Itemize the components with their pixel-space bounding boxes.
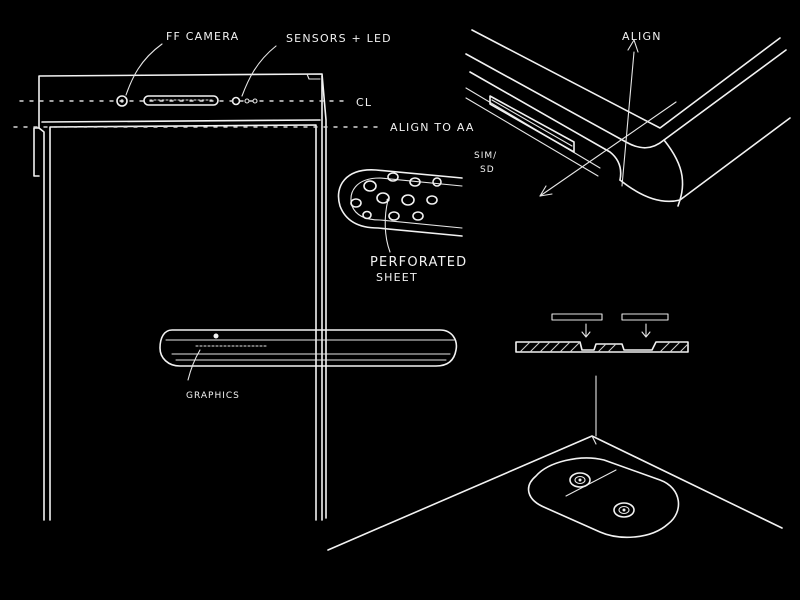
align-axis-vertical [621,51,635,187]
align-label: ALIGN [622,30,662,43]
perforated-label-line2: SHEET [376,271,418,284]
led-dot [244,98,250,104]
phone-front-view [33,73,327,521]
cross-section-detail [515,313,689,437]
align-axis-diagonal [539,101,677,197]
top-edge-profile [159,329,458,381]
perforated-label-line1: PERFORATED [370,255,467,270]
sim-label-line2: SD [480,165,495,175]
rear-camera-module [527,457,680,539]
rear-lens-primary [569,472,591,488]
cl-label: CL [356,96,372,109]
graphics-label: GRAPHICS [186,391,240,401]
corner-perspective-view [465,29,791,207]
sensors-leader [241,45,277,97]
rear-lens-secondary [613,502,635,518]
perforation-holes [350,172,442,221]
sensors-led-label: SENSORS + LED [286,32,392,45]
perforated-sheet-detail [337,169,463,253]
sim-sd-slot [489,95,575,153]
front-camera [116,95,128,107]
perforated-leader [384,199,391,253]
sim-label-line1: SIM/ [474,151,497,161]
ff-camera-leader [125,43,163,96]
graphics-leader [187,349,201,381]
ff-camera-label: FF CAMERA [166,30,239,43]
earpiece-grille [143,95,219,106]
rear-camera-perspective [327,435,783,551]
top-edge-hole [213,333,219,339]
align-to-aa-label: ALIGN TO AA [390,121,475,134]
